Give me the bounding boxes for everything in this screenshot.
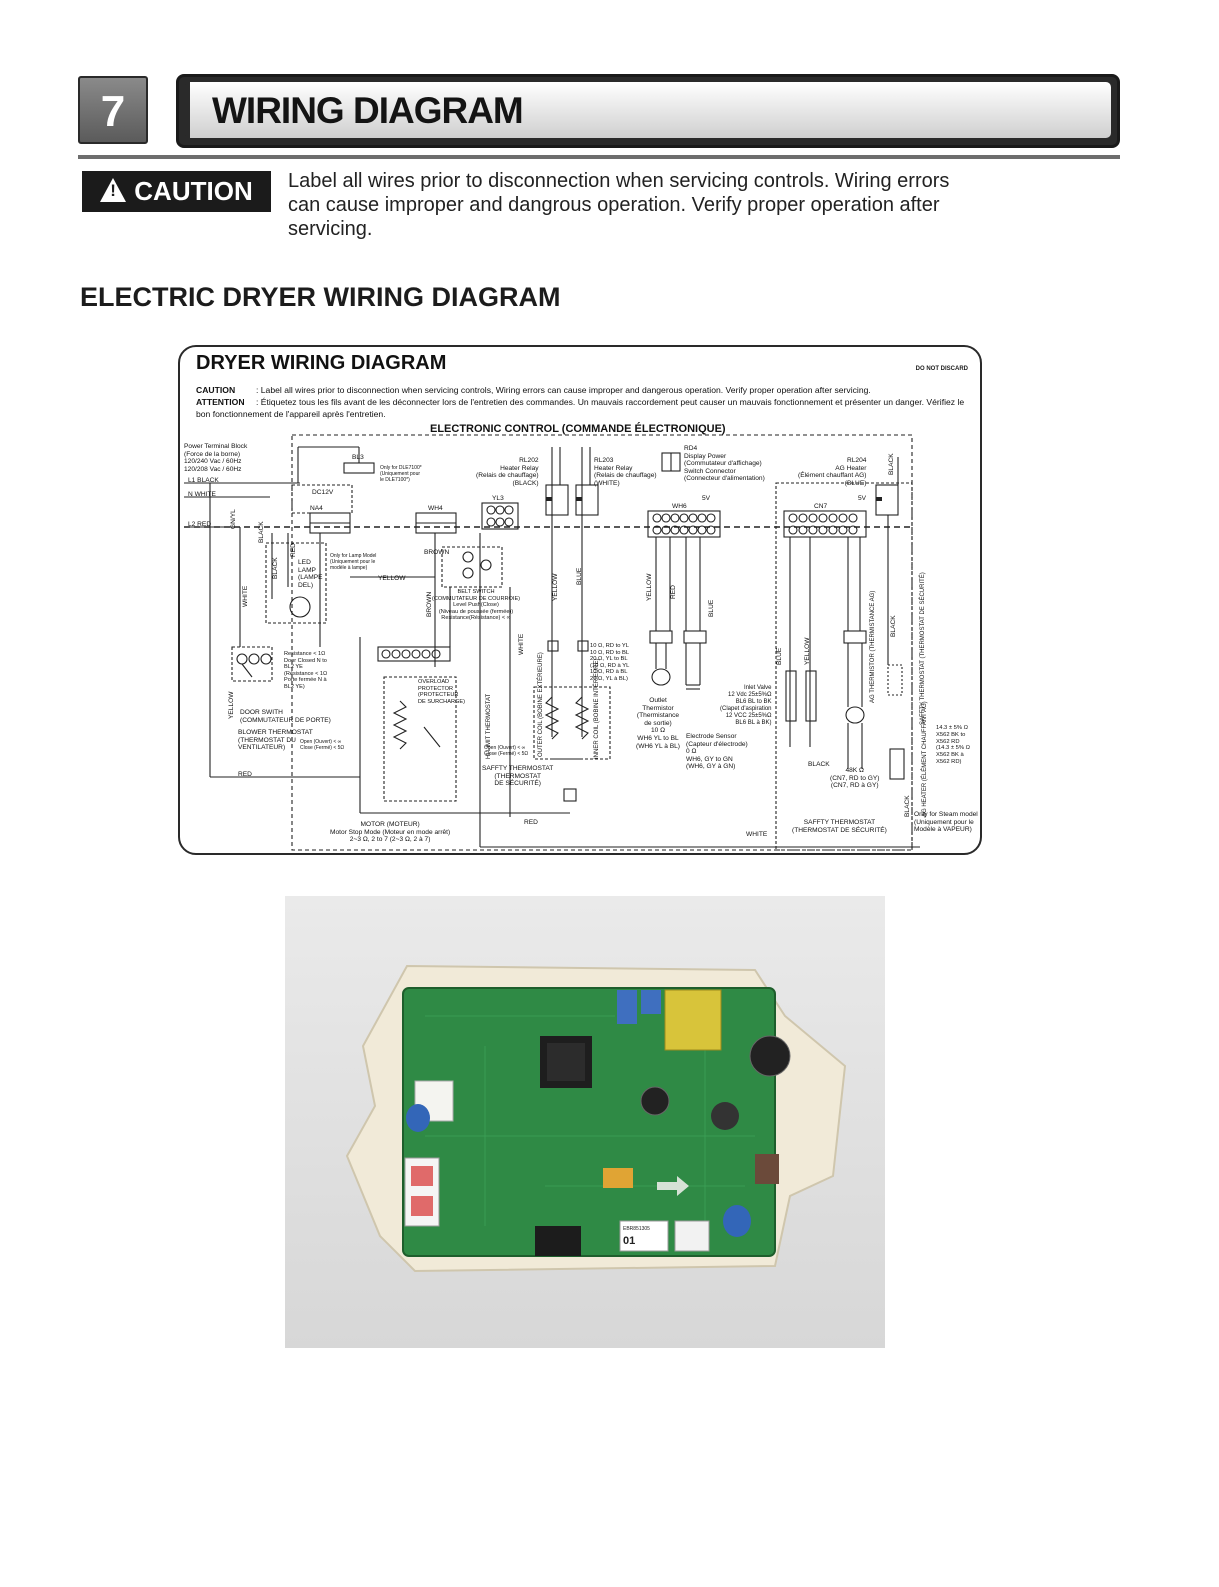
header-rule <box>78 155 1120 159</box>
hi-limit-label: HI-LIMIT THERMOSTAT <box>486 693 492 759</box>
diagram-title: DRYER WIRING DIAGRAM <box>196 352 447 374</box>
lamp-model-label: Only for Lamp Model (Uniquement pour le … <box>330 553 377 571</box>
ag-thermistor-label: AG THERMISTOR (THERMISTANCE AG) <box>870 590 876 703</box>
wire-label-v: WHITE <box>242 585 249 607</box>
led-lamp-label: LED LAMP (LAMPE DEL) <box>298 559 323 589</box>
control-board-photo: EBR851305 01 <box>285 896 885 1348</box>
caution-text: Label all wires prior to disconnection w… <box>288 170 950 240</box>
safety-thermostat-label-1: SAFFTY THERMOSTAT (THERMOSTAT DE SÉCURIT… <box>482 765 554 788</box>
wire-label-v: YELLOW <box>228 691 235 719</box>
inlet-valve-label: Inlet Valve 12 Vdc 25±5%Ω BL6 BL to BK (… <box>720 685 772 726</box>
wiring-diagram: DRYER WIRING DIAGRAM DO NOT DISCARD CAUT… <box>178 345 982 855</box>
door-switch-label: DOOR SWITH (COMMUTATEUR DE PORTE) <box>240 709 331 724</box>
rl202-label: RL202 Heater Relay (Relais de chauffage)… <box>476 457 539 487</box>
outlet-thermistor-label: Outlet Thermistor (Thermistance de sorti… <box>636 697 680 750</box>
red-wire-label-1: RED <box>238 771 252 778</box>
wire-label-v: BLACK <box>890 615 897 637</box>
ag-heater-resistance-label: 14.3 ± 5% Ω X562 BK to X562 RD (14.3 ± 5… <box>936 725 970 765</box>
wire-label-v: BLACK <box>272 557 279 579</box>
control-board-illustration: EBR851305 01 <box>345 964 847 1273</box>
wire-label-v: BLUE <box>776 647 783 665</box>
wire-label-v: YELLOW <box>552 573 559 601</box>
steam-model-label: Only for Steam model (Uniquement pour le… <box>914 811 978 834</box>
motor-label: MOTOR (MOTEUR) Motor Stop Mode (Moteur e… <box>330 821 451 844</box>
wire-label-v: YELLOW <box>804 637 811 665</box>
wire-label-v: BLACK <box>258 521 265 543</box>
black-wire-label-bottom: BLACK <box>808 761 830 768</box>
wiring-schematic <box>184 434 920 851</box>
outer-coil-label: OUTER COIL (BOBINE EXTÉRIEURE) <box>538 652 544 757</box>
wire-label-v: BLACK <box>888 453 895 475</box>
electronic-control-label: ELECTRONIC CONTROL (COMMANDE ÉLECTRONIQU… <box>430 423 726 435</box>
wire-label-v: RED <box>290 543 297 557</box>
wire-label-v: RED <box>670 585 677 599</box>
5v-label-b: 5V <box>858 495 867 502</box>
electrode-sensor-label: Electrode Sensor (Capteur d'électrode) 0… <box>686 733 748 771</box>
board-label-2: 01 <box>623 1235 635 1247</box>
heater-resistance-label: 10 Ω, RD to YL 10 Ω, RD to BL 20 Ω, YL t… <box>590 643 630 682</box>
wire-label-v: BLUE <box>576 567 583 585</box>
ag-resistance-label: 48K Ω (CN7, RD to GY) (CN7, RD à GY) <box>830 767 880 790</box>
wire-label-v: BLACK <box>904 795 911 817</box>
section-number: 7 <box>78 76 148 144</box>
inner-coil-label: INNER COIL (BOBINE INTÉRIEURE) <box>594 658 600 759</box>
wire-label-v: GN/YL <box>230 509 237 529</box>
title-banner: WIRING DIAGRAM <box>176 74 1120 148</box>
section-heading: ELECTRIC DRYER WIRING DIAGRAM <box>80 282 561 312</box>
na4-label: NA4 <box>310 505 323 512</box>
dle-label: Only for DLE7100* (Uniquement pour le DL… <box>380 465 422 483</box>
yellow-wire-label: YELLOW <box>378 575 406 582</box>
caution-badge: CAUTION <box>82 171 271 212</box>
overload-label: OVERLOAD PROTECTOR (PROTECTEUR DE SURCHA… <box>418 679 465 705</box>
do-not-discard: DO NOT DISCARD <box>915 366 968 372</box>
diagram-caution: CAUTION: Label all wires prior to discon… <box>196 385 965 419</box>
red-wire-label-2: RED <box>524 819 538 826</box>
n-label: N WHITE <box>188 491 216 498</box>
dc12v-label: DC12V <box>312 489 334 496</box>
rl204-label: RL204 AG Heater (Élément chauffant AG) (… <box>798 457 867 487</box>
blower-open-close: Open (Ouvert) < ∞ Close (Fermé) < 5Ω <box>300 739 345 751</box>
blower-thermostat-label: BLOWER THERMOSTAT (THERMOSTAT DU VENTILA… <box>238 729 313 752</box>
brown-wire-label: BROWN <box>424 549 450 556</box>
warning-icon <box>100 178 127 202</box>
door-resistance-label: Resistance < 1Ω Door Closed N to BL2 YE … <box>284 651 328 690</box>
safety-thermostat-label-2: SAFFTY THERMOSTAT (THERMOSTAT DE SÉCURIT… <box>792 819 887 834</box>
wire-label-v: BLUE <box>708 599 715 617</box>
wire-label-v: WHITE <box>518 633 525 655</box>
yl3-label: YL3 <box>492 495 504 502</box>
ag-heater-label: AG HEATER (ÉLÉMENT CHAUFFANT AG) <box>922 701 928 817</box>
power-terminal-label: Power Terminal Block (Force de la borne)… <box>184 443 248 473</box>
rl203-label: RL203 Heater Relay (Relais de chauffage)… <box>594 457 657 487</box>
white-wire-label-bottom: WHITE <box>746 831 768 838</box>
wire-label-v: YELLOW <box>646 573 653 601</box>
wire-label-v: BROWN <box>426 591 433 617</box>
l2-label: L2 RED <box>188 521 212 528</box>
5v-label-a: 5V <box>702 495 711 502</box>
rd4-label: RD4 Display Power (Commutateur d'afficha… <box>684 445 765 483</box>
cn7-label: CN7 <box>814 503 828 510</box>
page-title: WIRING DIAGRAM <box>212 90 524 131</box>
hi-limit-open-close: Open (Ouvert) < ∞ Close (Fermé) < 5Ω <box>484 745 529 757</box>
wh6-label: WH6 <box>672 503 687 510</box>
belt-switch-label: BELT SWITCH (COMMUTATEUR DE COURROIE) Le… <box>432 589 521 622</box>
wh4-label: WH4 <box>428 505 443 512</box>
bl3-label: BL3 <box>352 454 364 461</box>
l1-label: L1 BLACK <box>188 477 219 484</box>
board-label-1: EBR851305 <box>623 1226 650 1232</box>
